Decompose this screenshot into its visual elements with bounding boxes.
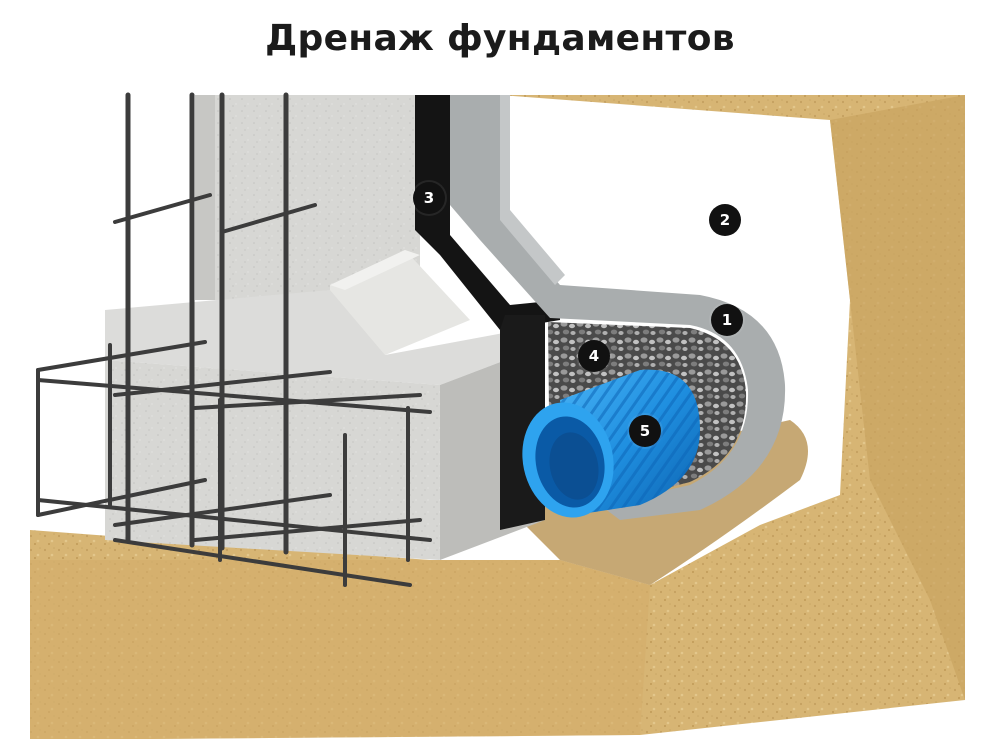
geotextile-membrane [450, 95, 786, 520]
marker-3-waterproofing: 3 [413, 182, 445, 214]
marker-1-geotextile: 1 [711, 304, 743, 336]
drain-pipe [522, 369, 700, 518]
page-title: Дренаж фундаментов [265, 18, 735, 59]
concrete-foundation [105, 95, 545, 560]
marker-4-gravel: 4 [578, 340, 610, 372]
marker-2-soil: 2 [709, 204, 741, 236]
soil [30, 95, 965, 739]
marker-5-pipe: 5 [629, 415, 661, 447]
rebar-cage [36, 92, 432, 587]
